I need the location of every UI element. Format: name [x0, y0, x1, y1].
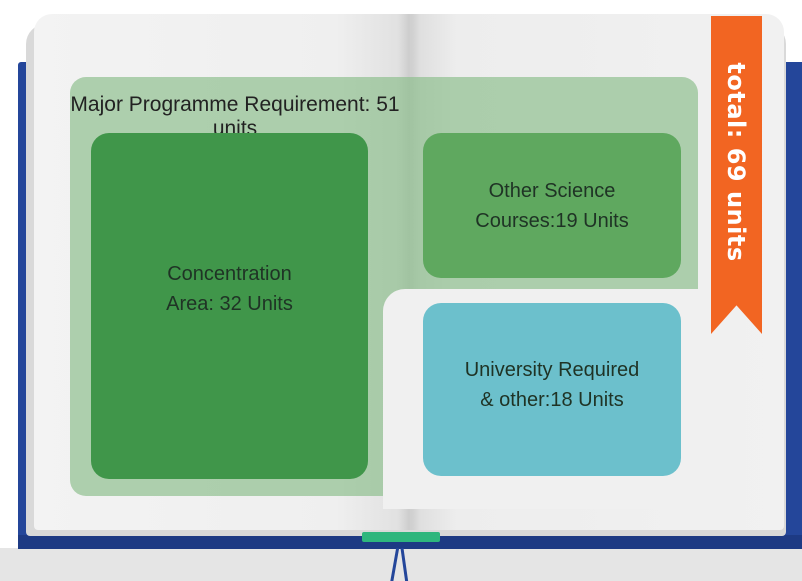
book-cover-edge: [18, 535, 802, 549]
concentration-label-line1: Concentration: [167, 263, 292, 285]
science-label-line2: Courses:19 Units: [475, 209, 629, 232]
university-required-box: University Required & other:18 Units: [423, 303, 681, 476]
total-ribbon: [711, 16, 762, 334]
science-label-line1: Other Science: [488, 179, 616, 202]
concentration-label-line2: Area: 32 Units: [166, 293, 293, 315]
concentration-area-box: Concentration Area: 32 Units: [91, 133, 368, 479]
university-label-line2: & other:18 Units: [480, 388, 624, 411]
university-label-line1: University Required: [464, 358, 640, 381]
bookmark: [362, 532, 440, 542]
total-units-label: total: 69 units: [722, 62, 750, 262]
other-science-box: Other Science Courses:19 Units: [423, 133, 681, 278]
